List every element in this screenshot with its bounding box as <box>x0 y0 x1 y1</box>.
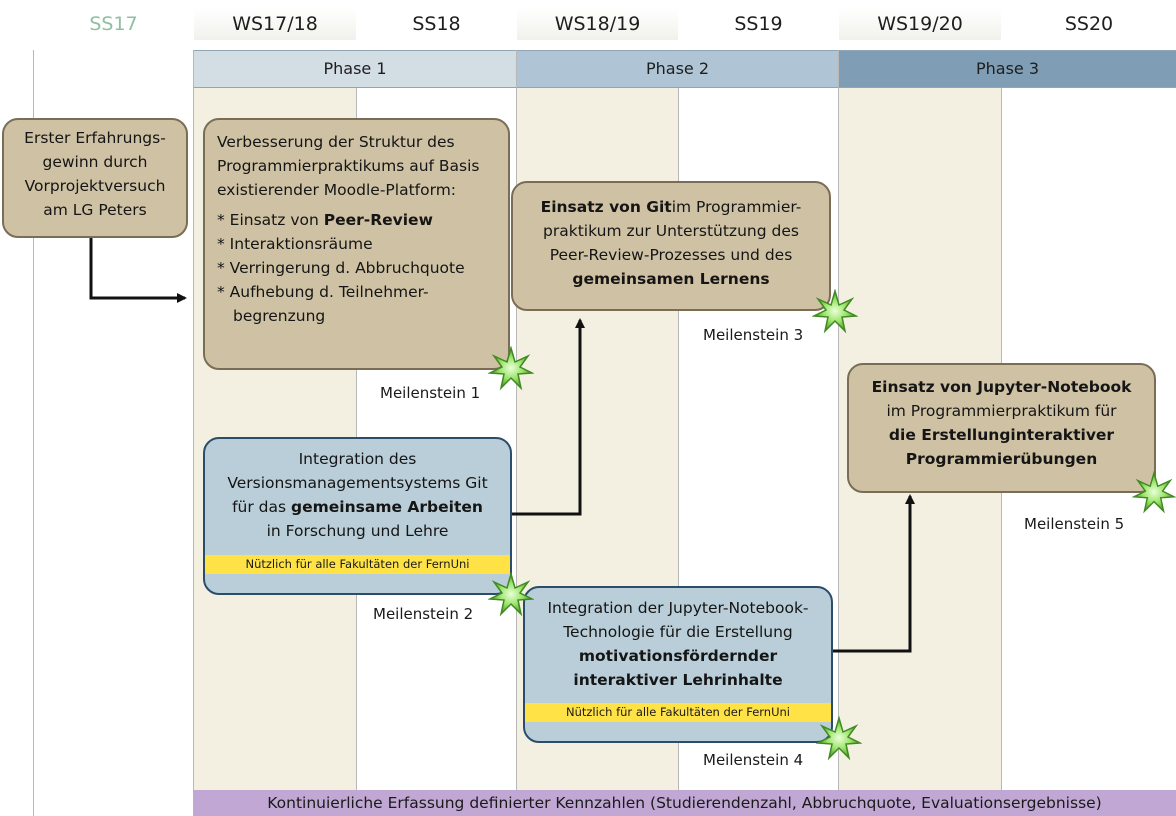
box-bold: Einsatz von Jupyter-Notebook <box>871 378 1132 396</box>
box-bold: Einsatz von Git <box>540 198 672 216</box>
separator <box>678 87 679 790</box>
box-line: motivationsfördernder <box>525 644 831 668</box>
box-line: Erster Erfahrungs- <box>24 129 166 147</box>
box-line: Peer-Review-Prozesses und des <box>549 246 793 264</box>
phase-1-band: Phase 1 <box>194 50 516 88</box>
footer-bar: Kontinuierliche Erfassung definierter Ke… <box>193 790 1176 816</box>
semester-header: SS18 <box>412 13 461 35</box>
box-line: * Einsatz von Peer-Review <box>217 208 508 232</box>
box-line: * Verringerung d. Abbruchquote <box>217 259 465 277</box>
box-line: im Programmierpraktikum für <box>886 402 1117 420</box>
semester-header: WS17/18 <box>194 8 356 40</box>
box-line: Verbesserung der Struktur des <box>217 133 455 151</box>
milestone-5-box: Einsatz von Jupyter-Notebook im Programm… <box>847 363 1156 493</box>
semester-header: WS19/20 <box>839 8 1001 40</box>
bullet-bold: Peer-Review <box>323 211 433 229</box>
milestone-4-label: Meilenstein 4 <box>703 751 804 769</box>
box-bold: die Erstellunginteraktiver <box>888 426 1115 444</box>
box-line: begrenzung <box>233 307 326 325</box>
box-bold: interaktiver Lehrinhalte <box>573 671 783 689</box>
box-line: Integration des <box>298 450 417 468</box>
milestone-1-box: Verbesserung der Struktur des Programmie… <box>203 118 510 370</box>
pre-project-box: Erster Erfahrungs- gewinn durch Vorproje… <box>2 118 188 238</box>
semester-header: WS18/19 <box>517 8 678 40</box>
milestone-3-label: Meilenstein 3 <box>703 326 804 344</box>
milestone-star-icon <box>489 347 533 389</box>
separator <box>838 50 839 790</box>
semester-header: SS19 <box>734 13 783 35</box>
box-line: praktikum zur Unterstützung des <box>543 222 799 240</box>
separator <box>516 50 517 790</box>
box-line: Vorprojektversuch <box>24 177 166 195</box>
milestone-star-icon <box>489 573 533 615</box>
milestone-5-label: Meilenstein 5 <box>1024 515 1125 533</box>
bullet-text: * Einsatz von <box>217 211 324 229</box>
milestone-2-box: Integration des Versionsmanagementsystem… <box>203 437 512 595</box>
milestone-star-icon <box>1133 472 1175 512</box>
box-line: Technologie für die Erstellung <box>563 623 793 641</box>
separator <box>193 50 194 790</box>
arrow-pre-to-m1 <box>89 238 187 303</box>
box-line: die Erstellunginteraktiver <box>849 423 1154 447</box>
semester-header: SS20 <box>1064 13 1114 35</box>
separator <box>33 50 34 816</box>
phase-2-band: Phase 2 <box>517 50 838 88</box>
box-line: Versionsmanagementsystems Git <box>227 474 488 492</box>
box-bold: gemeinsamen Lernens <box>572 270 770 288</box>
arrow-m4-to-m5 <box>833 494 915 653</box>
milestone-2-label: Meilenstein 2 <box>373 605 474 623</box>
box-line: existierender Moodle-Platform: <box>217 181 457 199</box>
box-line: gewinn durch <box>42 153 148 171</box>
phase-3-band: Phase 3 <box>839 50 1176 88</box>
note-strip: Nützlich für alle Fakultäten der FernUni <box>525 703 831 722</box>
box-line: Integration der Jupyter-Notebook- <box>547 599 809 617</box>
box-line: gemeinsamen Lernens <box>513 267 829 291</box>
box-line: * Aufhebung d. Teilnehmer- <box>217 283 429 301</box>
box-line: * Interaktionsräume <box>217 235 373 253</box>
milestone-1-label: Meilenstein 1 <box>380 384 481 402</box>
box-bold: Programmierübungen <box>905 450 1098 468</box>
box-line: Einsatz von Jupyter-Notebook <box>849 375 1154 399</box>
box-text: im Programmier- <box>671 198 802 216</box>
semester-header: SS17 <box>89 13 138 35</box>
milestone-star-icon <box>813 290 857 332</box>
box-line: am LG Peters <box>43 201 147 219</box>
box-bold: gemeinsame Arbeiten <box>291 498 483 516</box>
box-line: Einsatz von Gitim Programmier- <box>513 195 829 219</box>
box-line: Programmierübungen <box>849 447 1154 471</box>
arrow-m2-to-m3 <box>512 318 585 516</box>
milestone-4-box: Integration der Jupyter-Notebook- Techno… <box>523 586 833 743</box>
box-line: in Forschung und Lehre <box>266 522 449 540</box>
milestone-3-box: Einsatz von Gitim Programmier- praktikum… <box>511 181 831 311</box>
milestone-star-icon <box>817 717 861 759</box>
box-line: Programmierpraktikums auf Basis <box>217 157 480 175</box>
box-line: für das gemeinsame Arbeiten <box>205 495 510 519</box>
box-bold: motivationsfördernder <box>578 647 778 665</box>
box-text: für das <box>232 498 292 516</box>
box-line: interaktiver Lehrinhalte <box>525 668 831 692</box>
note-strip: Nützlich für alle Fakultäten der FernUni <box>205 555 510 574</box>
